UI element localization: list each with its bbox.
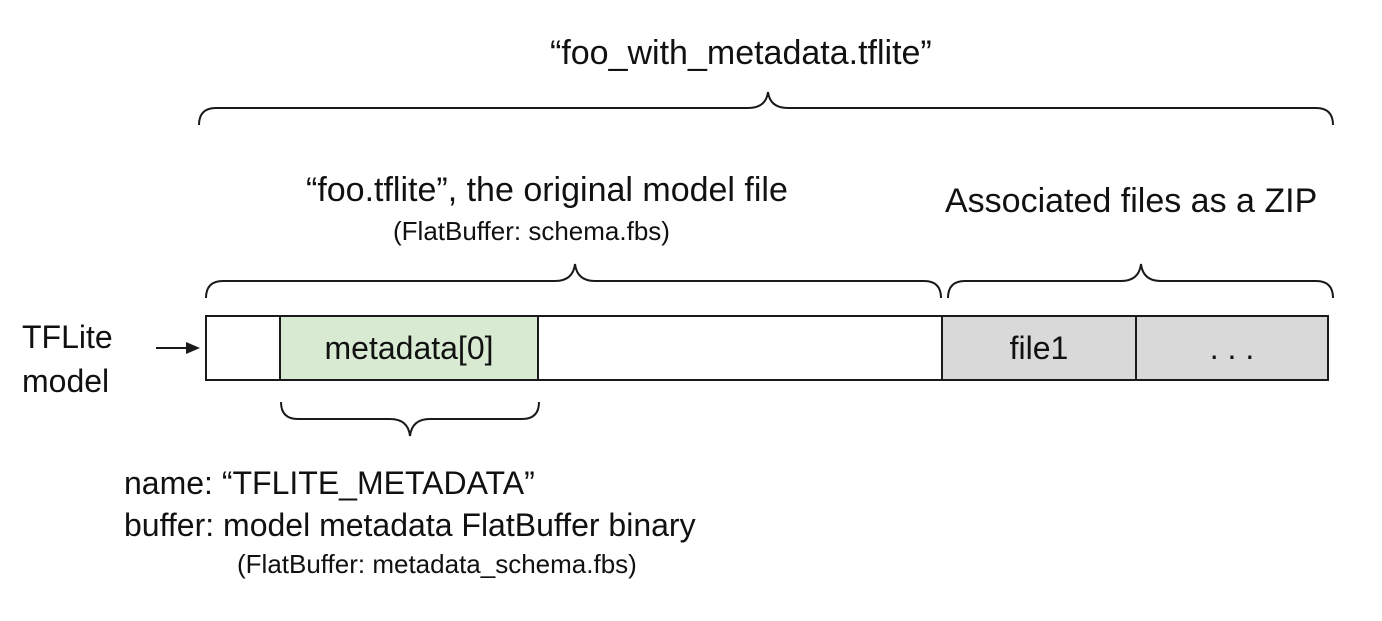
file-title: “foo_with_metadata.tflite” — [550, 34, 932, 72]
original-model-schema: (FlatBuffer: schema.fbs) — [393, 216, 670, 246]
model-label-line1: TFLite — [22, 319, 113, 355]
file1-cell: file1 — [941, 315, 1137, 381]
brace-metadata — [280, 401, 540, 437]
right-arrow-icon — [156, 342, 200, 354]
metadata-cell: metadata[0] — [279, 315, 539, 381]
more-files-cell: . . . — [1135, 315, 1329, 381]
file1-cell-label: file1 — [1009, 329, 1069, 366]
zip-title: Associated files as a ZIP — [945, 182, 1318, 220]
model-label-line2: model — [22, 363, 110, 399]
model-cell-header — [205, 315, 281, 381]
metadata-buffer-line: buffer: model metadata FlatBuffer binary — [124, 507, 696, 543]
brace-original-model — [205, 263, 942, 299]
more-files-cell-label: . . . — [1209, 329, 1255, 366]
model-cell-rest — [537, 315, 943, 381]
metadata-cell-label: metadata[0] — [324, 329, 494, 366]
metadata-name-line: name: “TFLITE_METADATA” — [124, 465, 535, 501]
metadata-schema-line: (FlatBuffer: metadata_schema.fbs) — [237, 549, 637, 579]
brace-zip — [947, 263, 1334, 299]
original-model-title: “foo.tflite”, the original model file — [306, 171, 788, 209]
brace-whole-file — [198, 91, 1334, 126]
